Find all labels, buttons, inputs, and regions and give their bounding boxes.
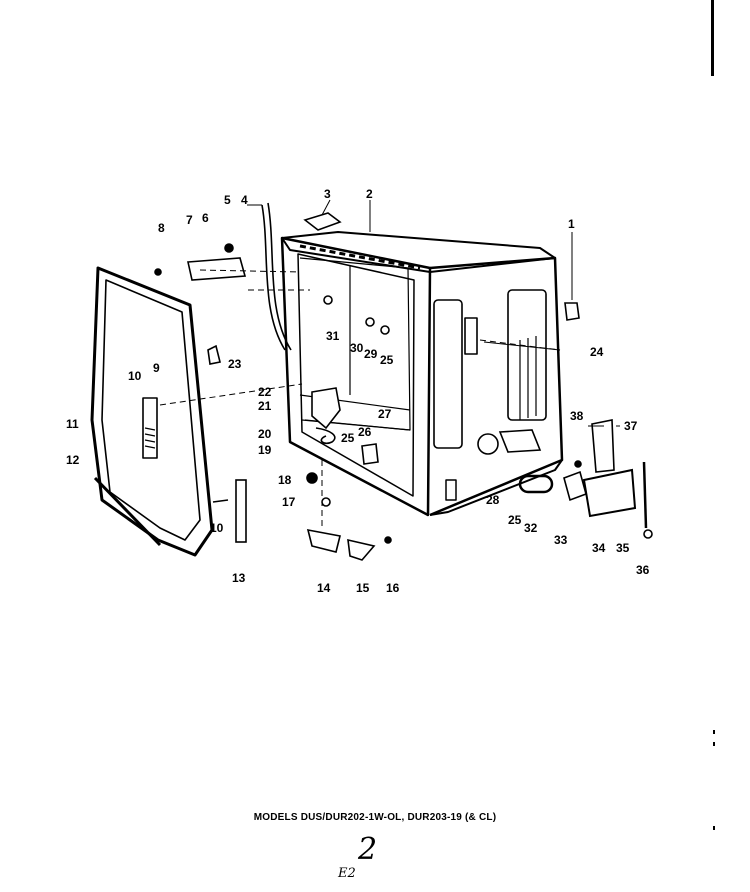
tub-front-inner — [297, 253, 415, 497]
tub-right-side — [429, 256, 564, 517]
callout-22: 22 — [258, 385, 272, 399]
callout-8: 8 — [158, 221, 165, 235]
door-handle-texture — [144, 427, 156, 449]
callout-lines — [247, 199, 620, 427]
callout-24: 24 — [590, 345, 604, 359]
part-18-nut — [306, 472, 318, 484]
callout-10a: 10 — [128, 369, 142, 383]
scan-tick — [713, 742, 715, 746]
callout-6: 6 — [202, 211, 209, 225]
part-5-screw — [224, 243, 234, 253]
callout-27: 27 — [378, 407, 392, 421]
callout-36: 36 — [636, 563, 650, 577]
callout-14: 14 — [317, 581, 331, 595]
models-caption: MODELS DUS/DUR202-1W-OL, DUR203-19 (& CL… — [253, 812, 497, 823]
part-10-pin — [212, 499, 229, 503]
callout-38: 38 — [570, 409, 584, 423]
door-assembly — [90, 266, 214, 557]
part-31 — [323, 295, 333, 305]
callout-19: 19 — [258, 443, 272, 457]
part-35-rod — [642, 461, 648, 529]
handwritten-mark-a: 2 — [358, 832, 378, 867]
callout-21: 21 — [258, 399, 272, 413]
part-34-block — [582, 468, 637, 518]
callout-23: 23 — [228, 357, 242, 371]
callout-3: 3 — [324, 187, 331, 201]
part-36 — [643, 529, 653, 539]
door-handle-slot — [142, 397, 158, 459]
scan-tick — [713, 730, 715, 734]
callout-15: 15 — [356, 581, 370, 595]
callout-7: 7 — [186, 213, 193, 227]
part-29 — [380, 325, 390, 335]
callout-17: 17 — [282, 495, 296, 509]
part-16-screw — [384, 536, 392, 544]
callout-37: 37 — [624, 419, 638, 433]
callout-13: 13 — [232, 571, 246, 585]
part-32-ring — [518, 474, 554, 494]
callout-numbers: 1 2 3 4 5 6 7 8 9 10 10 11 12 13 14 15 1… — [66, 187, 650, 595]
part-17 — [321, 497, 331, 507]
part-14 — [306, 528, 341, 553]
door-hinge-strip — [93, 476, 162, 547]
side-panel-left — [433, 299, 463, 449]
part-26-27 — [361, 443, 379, 465]
callout-16: 16 — [386, 581, 400, 595]
callout-25c: 25 — [508, 513, 522, 527]
scan-edge-bar — [711, 0, 714, 76]
side-panel-right — [507, 289, 547, 421]
callout-20: 20 — [258, 427, 272, 441]
side-slot-strips — [519, 336, 537, 420]
tub-base — [429, 459, 563, 516]
part-1 — [564, 302, 580, 321]
callout-9: 9 — [153, 361, 160, 375]
callout-26: 26 — [358, 425, 372, 439]
callout-1: 1 — [568, 217, 575, 231]
callout-4: 4 — [241, 193, 248, 207]
callout-5: 5 — [224, 193, 231, 207]
part-19-20-spiral — [315, 427, 336, 445]
callout-32: 32 — [524, 521, 538, 535]
part-13-latch — [235, 479, 247, 543]
tub-assembly — [280, 231, 564, 517]
callout-18: 18 — [278, 473, 292, 487]
part-30 — [365, 317, 375, 327]
tub-foot — [445, 479, 457, 501]
part-38-screw — [574, 460, 582, 468]
door-outer — [90, 266, 214, 557]
part-15 — [347, 538, 376, 561]
tub-front-frame — [280, 236, 432, 517]
callout-25b: 25 — [341, 431, 355, 445]
part-37 — [591, 419, 615, 473]
part-23 — [207, 344, 221, 365]
callout-30: 30 — [350, 341, 364, 355]
callout-28: 28 — [486, 493, 500, 507]
callout-11: 11 — [66, 417, 79, 431]
scan-tick — [713, 826, 715, 830]
part-8-screw — [154, 268, 162, 276]
tub-round-hole — [477, 433, 499, 455]
callout-29: 29 — [364, 347, 378, 361]
callout-34: 34 — [592, 541, 606, 555]
callout-31: 31 — [326, 329, 340, 343]
part-33 — [563, 470, 587, 502]
leader-lines — [159, 269, 561, 530]
tub-rim-texture — [299, 244, 421, 270]
part-6-7-bracket — [187, 257, 247, 281]
bracket-24 — [464, 317, 478, 355]
door-inner — [101, 279, 201, 541]
callout-10b: 10 — [210, 521, 224, 535]
part-4 — [261, 202, 292, 351]
part-3 — [303, 212, 342, 231]
callout-35: 35 — [616, 541, 630, 555]
part-28 — [498, 429, 542, 453]
callout-25a: 25 — [380, 353, 394, 367]
callout-12: 12 — [66, 453, 80, 467]
callout-2: 2 — [366, 187, 373, 201]
part-21-22-pump — [311, 387, 341, 430]
small-parts — [154, 202, 653, 561]
handwritten-mark-b: E2 — [338, 866, 356, 881]
callout-33: 33 — [554, 533, 568, 547]
